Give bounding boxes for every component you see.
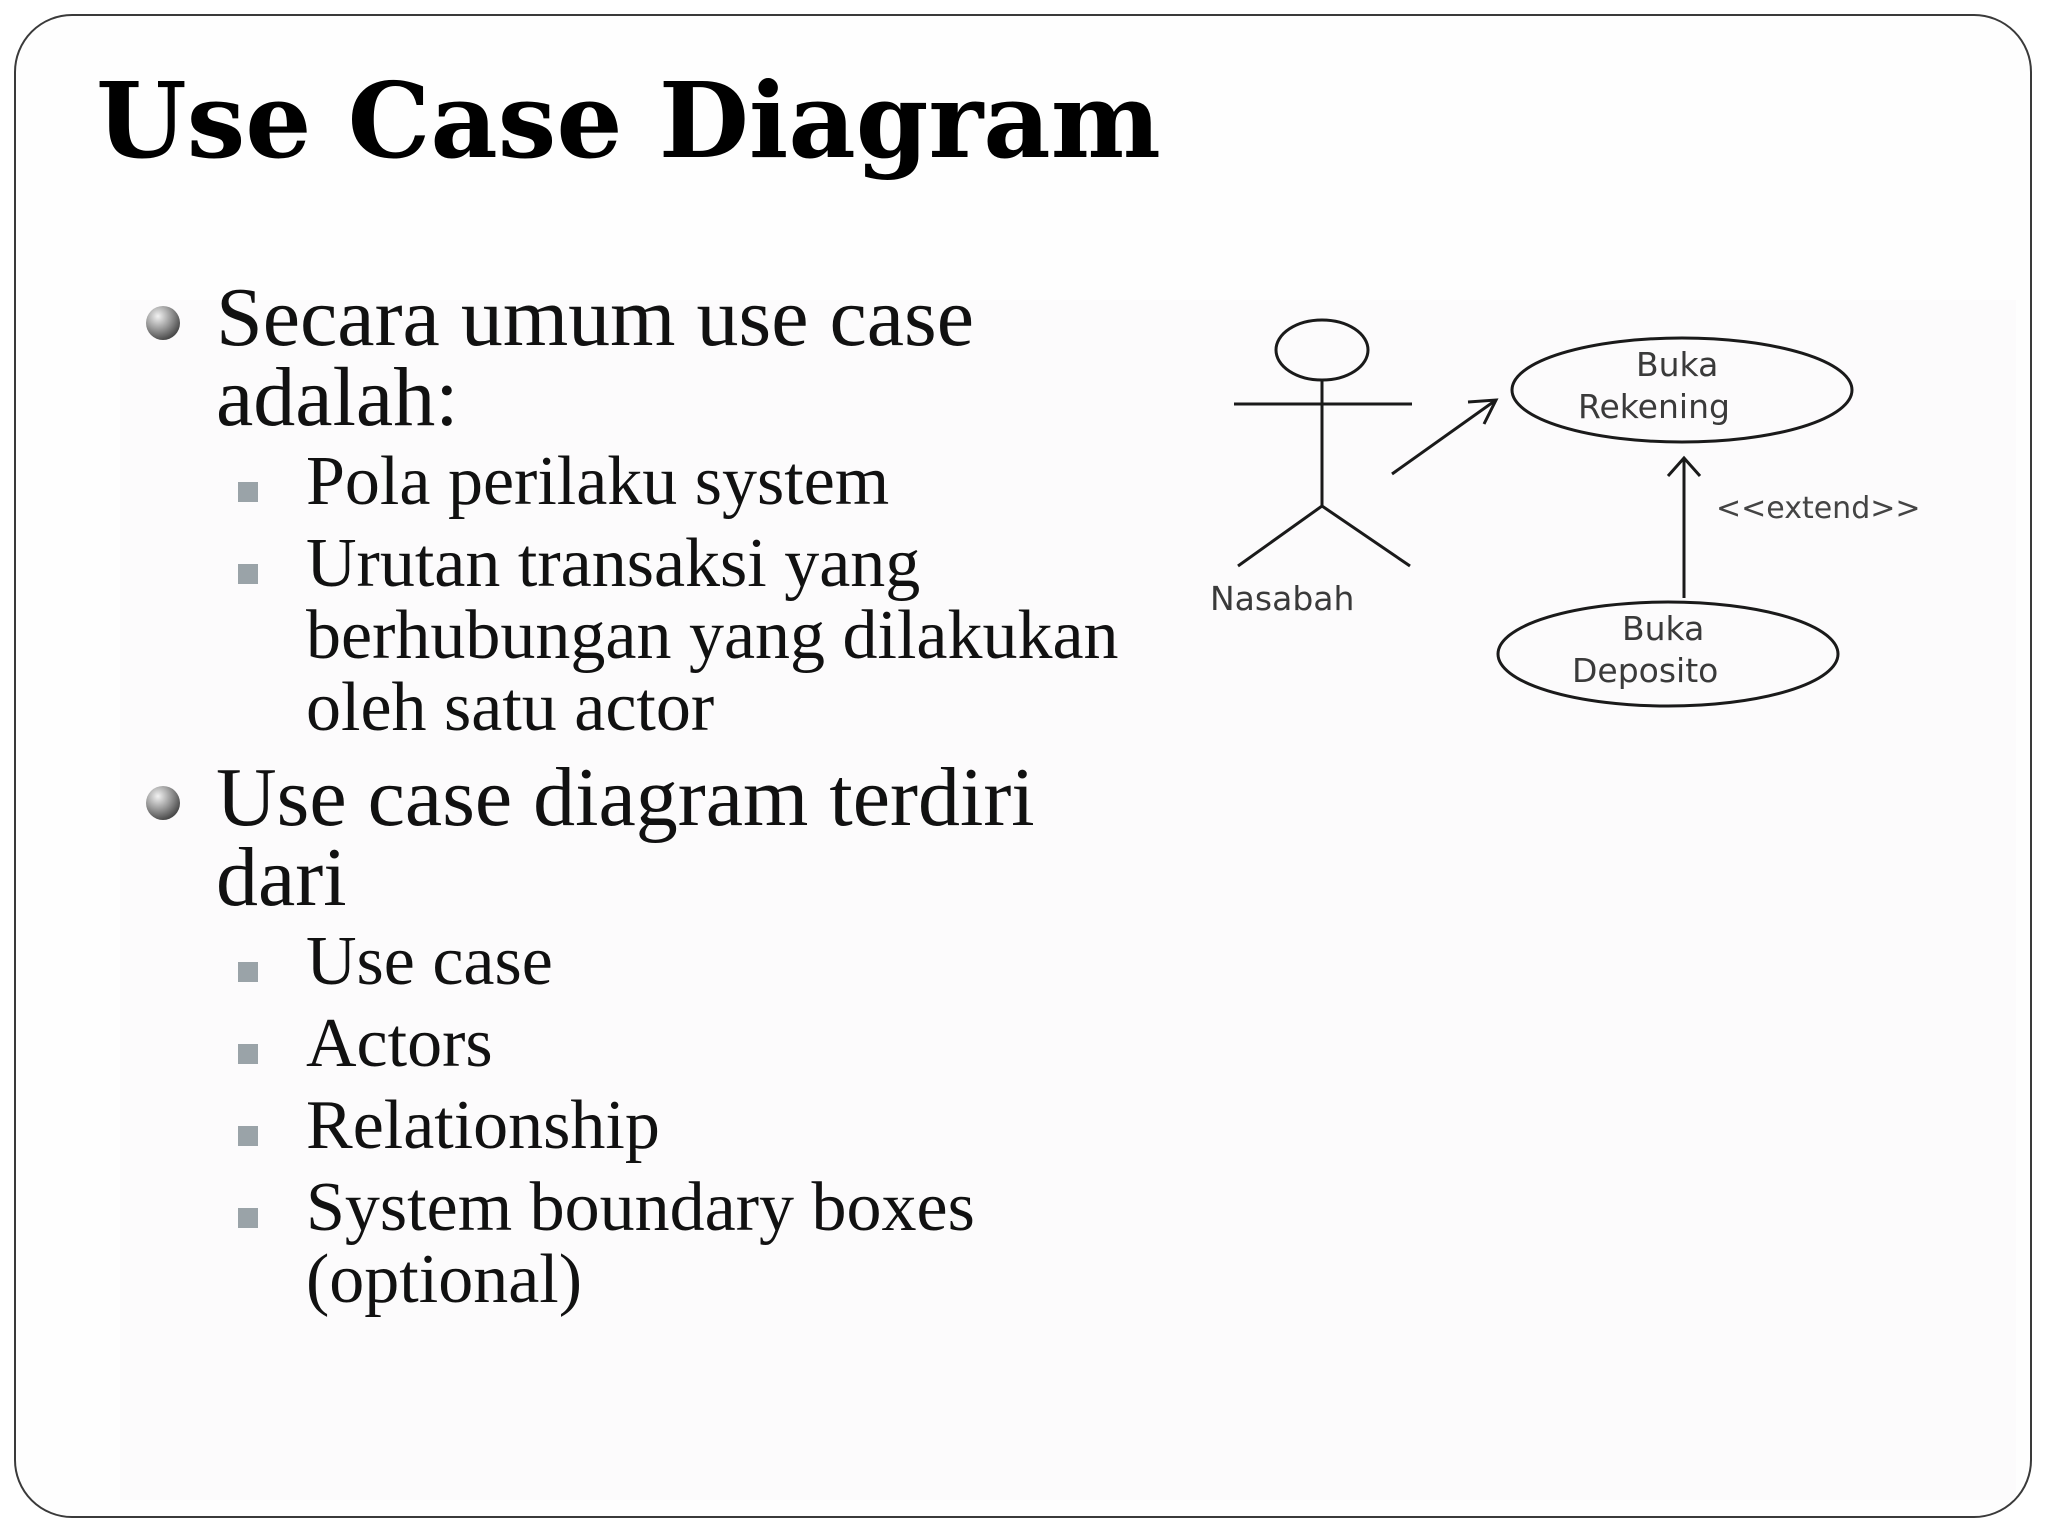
- actor-left-leg: [1237, 504, 1323, 568]
- bullet-item-diagram-components: Use case diagram terdiri dari Use case A…: [128, 756, 1148, 1316]
- sub-bullet-text: Relationship: [306, 1087, 660, 1164]
- sub-bullet-item: Relationship: [216, 1090, 1148, 1162]
- square-bullet-icon: [238, 1208, 258, 1228]
- bullet-text: Use case diagram terdiri dari: [216, 751, 1035, 924]
- square-bullet-icon: [238, 564, 258, 584]
- sub-bullet-item: Use case: [216, 926, 1148, 998]
- slide-title: Use Case Diagram: [96, 59, 1161, 182]
- sub-bullet-item: System boundary boxes (optional): [216, 1172, 1148, 1316]
- use-case-buka-rekening-line2: Rekening: [1578, 387, 1730, 426]
- actor-right-leg: [1321, 504, 1411, 568]
- extend-arrow: [1666, 455, 1702, 598]
- sub-bullet-item: Urutan transaksi yang berhubungan yang d…: [216, 528, 1148, 744]
- sub-bullet-item: Actors: [216, 1008, 1148, 1080]
- sub-bullet-list: Pola perilaku system Urutan transaksi ya…: [216, 446, 1148, 744]
- use-case-diagram: Nasabah Buka Rekening <<extend>> Buka De…: [1210, 318, 1921, 708]
- sub-bullet-list: Use case Actors Relationship System boun…: [216, 926, 1148, 1316]
- square-bullet-icon: [238, 1044, 258, 1064]
- extend-label: <<extend>>: [1716, 491, 1921, 526]
- bullet-item-use-case-definition: Secara umum use case adalah: Pola perila…: [128, 276, 1148, 744]
- square-bullet-icon: [238, 482, 258, 502]
- round-bullet-icon: [146, 786, 180, 820]
- sub-bullet-text: Pola perilaku system: [306, 443, 890, 520]
- bullet-text: Secara umum use case adalah:: [216, 271, 975, 444]
- use-case-buka-rekening-line1: Buka: [1636, 345, 1718, 384]
- use-case-buka-deposito-line1: Buka: [1622, 609, 1704, 648]
- use-case-buka-rekening: [1510, 336, 1854, 444]
- use-case-buka-deposito: [1496, 600, 1840, 708]
- square-bullet-icon: [238, 962, 258, 982]
- association-arrow: [1391, 398, 1499, 476]
- sub-bullet-text: Use case: [306, 923, 553, 1000]
- sub-bullet-text: Urutan transaksi yang berhubungan yang d…: [306, 525, 1119, 746]
- square-bullet-icon: [238, 1126, 258, 1146]
- sub-bullet-text: System boundary boxes (optional): [306, 1169, 975, 1318]
- content-panel: [120, 300, 2016, 1500]
- actor-head: [1274, 318, 1370, 382]
- round-bullet-icon: [146, 306, 180, 340]
- sub-bullet-text: Actors: [306, 1005, 493, 1082]
- actor-label: Nasabah: [1210, 579, 1354, 618]
- bullet-list: Secara umum use case adalah: Pola perila…: [128, 276, 1148, 1326]
- sub-bullet-item: Pola perilaku system: [216, 446, 1148, 518]
- slide: Use Case Diagram Secara umum use case ad…: [14, 14, 2032, 1518]
- actor-figure: [1234, 318, 1412, 568]
- use-case-buka-deposito-line2: Deposito: [1572, 651, 1718, 690]
